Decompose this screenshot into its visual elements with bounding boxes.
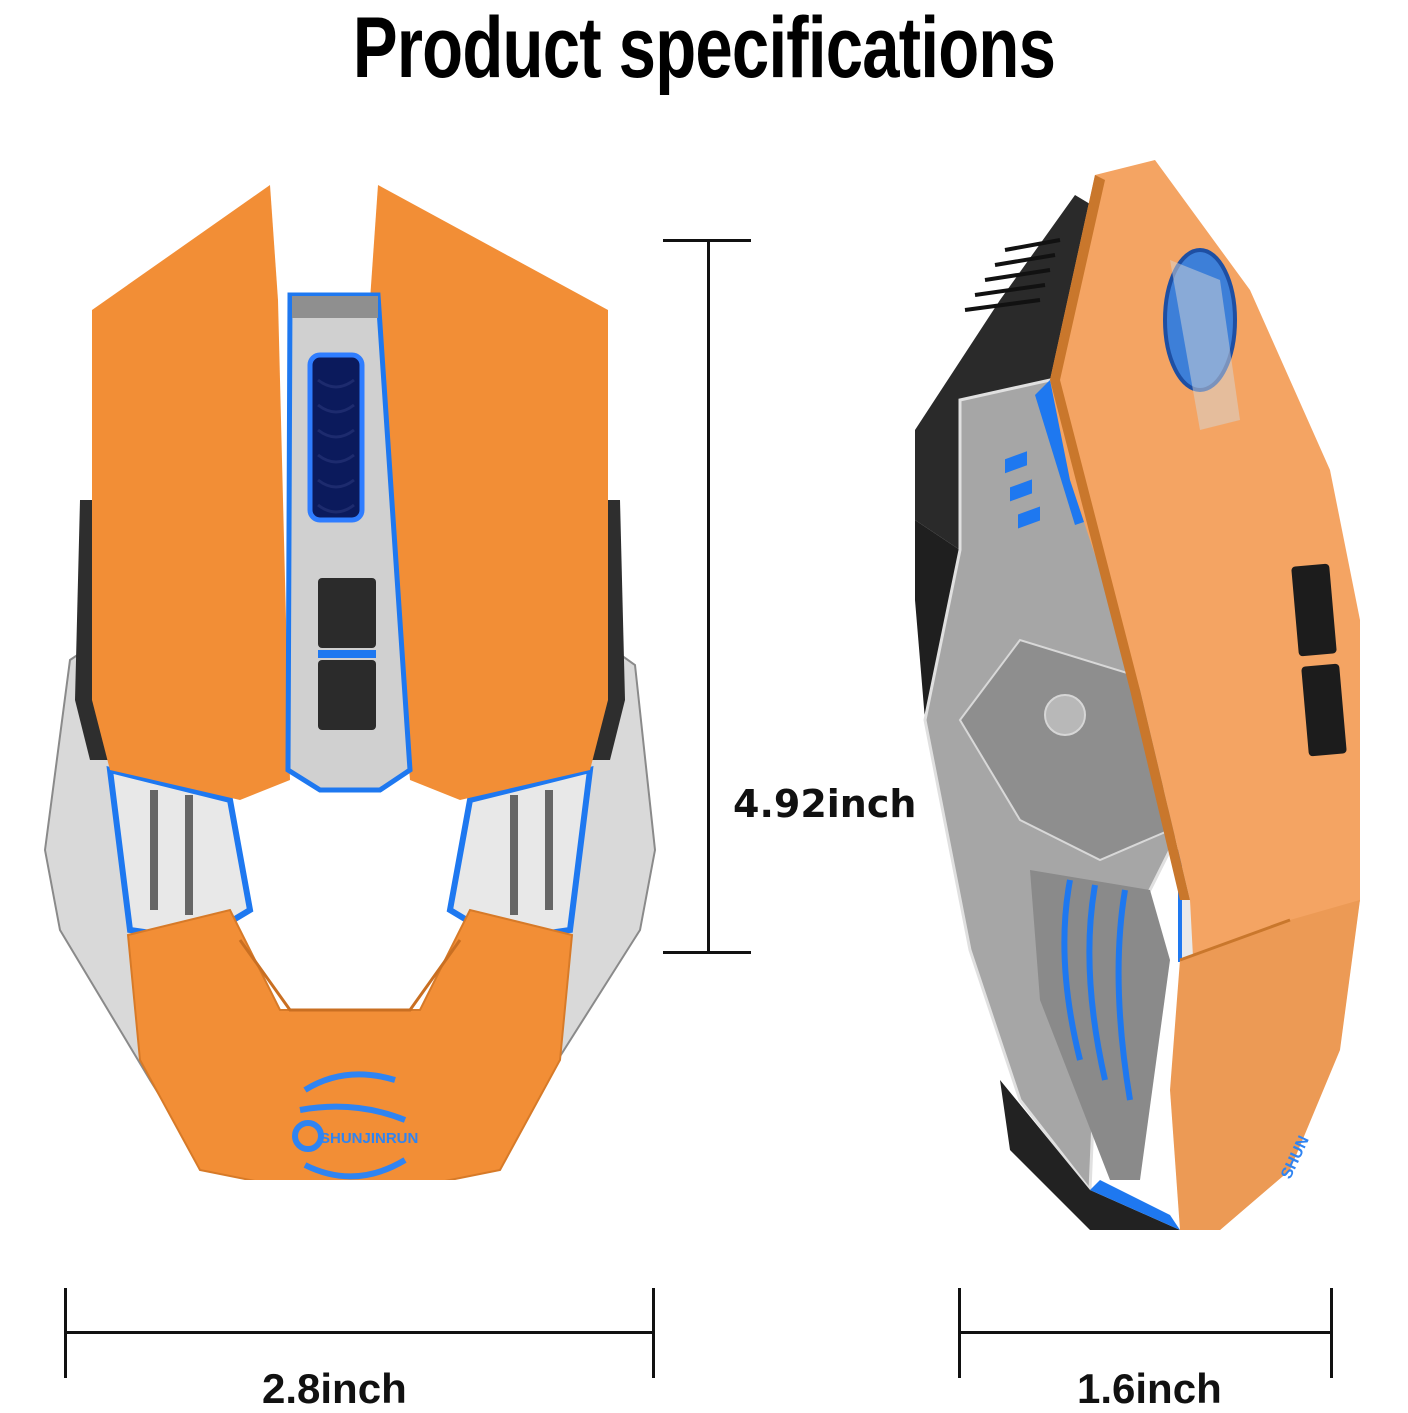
width-dimension-line (65, 1331, 653, 1334)
height-dimension-cap-right (1330, 1288, 1333, 1378)
width-dimension-cap-right (652, 1288, 655, 1378)
page-title: Product specifications (352, 0, 1056, 96)
height-dimension-label: 1.6inch (1077, 1365, 1222, 1412)
height-dimension-line (959, 1331, 1332, 1334)
mouse-side-view-image: SHUN (915, 160, 1360, 1230)
svg-text:SHUNJINRUN: SHUNJINRUN (320, 1130, 418, 1147)
width-dimension-label: 2.8inch (262, 1365, 407, 1412)
mouse-top-view-image: SHUNJINRUN (43, 185, 657, 1180)
length-dimension-line (707, 240, 710, 953)
brand-logo-icon (292, 1071, 407, 1180)
length-dimension-cap-bottom (663, 951, 751, 954)
length-dimension-label: 4.92inch (733, 782, 917, 826)
